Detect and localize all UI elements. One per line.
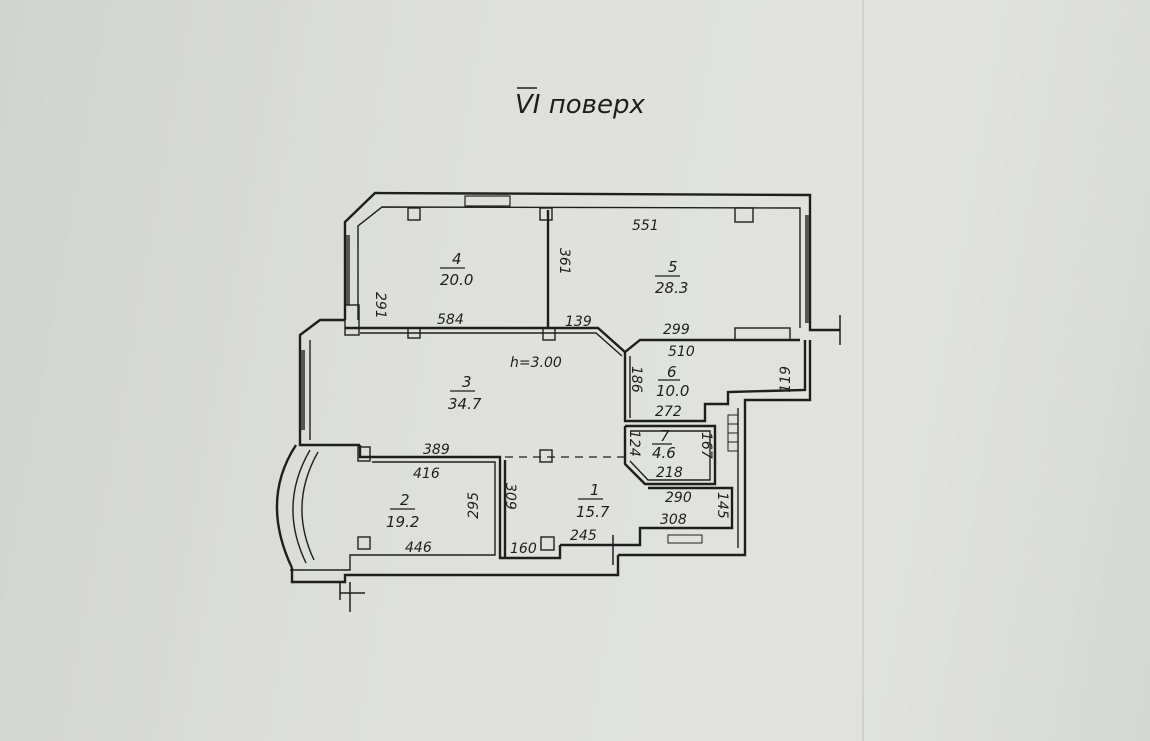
room-4: 4 20.0 [440,250,473,289]
label-d308: 308 [660,512,687,528]
room-1-area: 15.7 [576,503,610,521]
label-d295: 295 [466,492,482,519]
room-2-area: 19.2 [386,513,419,531]
label-d551: 551 [632,218,659,234]
label-d218: 218 [656,465,683,481]
room-5-number: 5 [668,258,678,276]
label-d299: 299 [663,322,690,338]
dimensions: 551 291 361 584 139 299 510 119 186 272 … [372,218,794,557]
label-d361: 361 [556,248,572,275]
room-3-area: 34.7 [448,395,482,413]
label-d389: 389 [423,442,450,458]
room-7: 7 4.6 [652,427,676,462]
label-d119: 119 [778,366,794,393]
room-2: 2 19.2 [386,491,419,531]
label-d584: 584 [437,312,464,328]
room-1: 1 15.7 [576,481,610,521]
label-d290: 290 [665,490,692,506]
room-5-area: 28.3 [655,279,688,297]
walls [275,191,841,612]
room-1-number: 1 [590,481,600,499]
room-6-area: 10.0 [656,382,689,400]
label-d145: 145 [714,492,730,519]
label-d510: 510 [668,344,695,360]
label-d167: 167 [698,432,714,459]
room-6: 6 10.0 [656,363,689,400]
room-4-area: 20.0 [440,271,473,289]
room-3: 3 34.7 [448,373,482,413]
room-2-number: 2 [400,491,410,509]
room-6-number: 6 [667,363,677,381]
label-d124: 124 [626,430,642,457]
ceiling-height: h=3.00 [510,355,562,371]
room-7-area: 4.6 [652,444,676,462]
label-d272: 272 [655,404,682,420]
room-5: 5 28.3 [655,258,688,297]
label-d291: 291 [372,292,388,319]
label-d309: 309 [502,483,518,510]
room-7-number: 7 [660,427,670,445]
room-4-number: 4 [452,250,462,268]
floor-title: VI поверх [515,90,645,120]
label-d245: 245 [570,528,597,544]
label-d160: 160 [510,541,537,557]
paper-fold [862,0,864,741]
label-d446: 446 [405,540,432,556]
label-d186: 186 [628,366,644,393]
room-3-number: 3 [462,373,472,391]
label-d416: 416 [413,466,440,482]
label-d139: 139 [565,314,592,330]
